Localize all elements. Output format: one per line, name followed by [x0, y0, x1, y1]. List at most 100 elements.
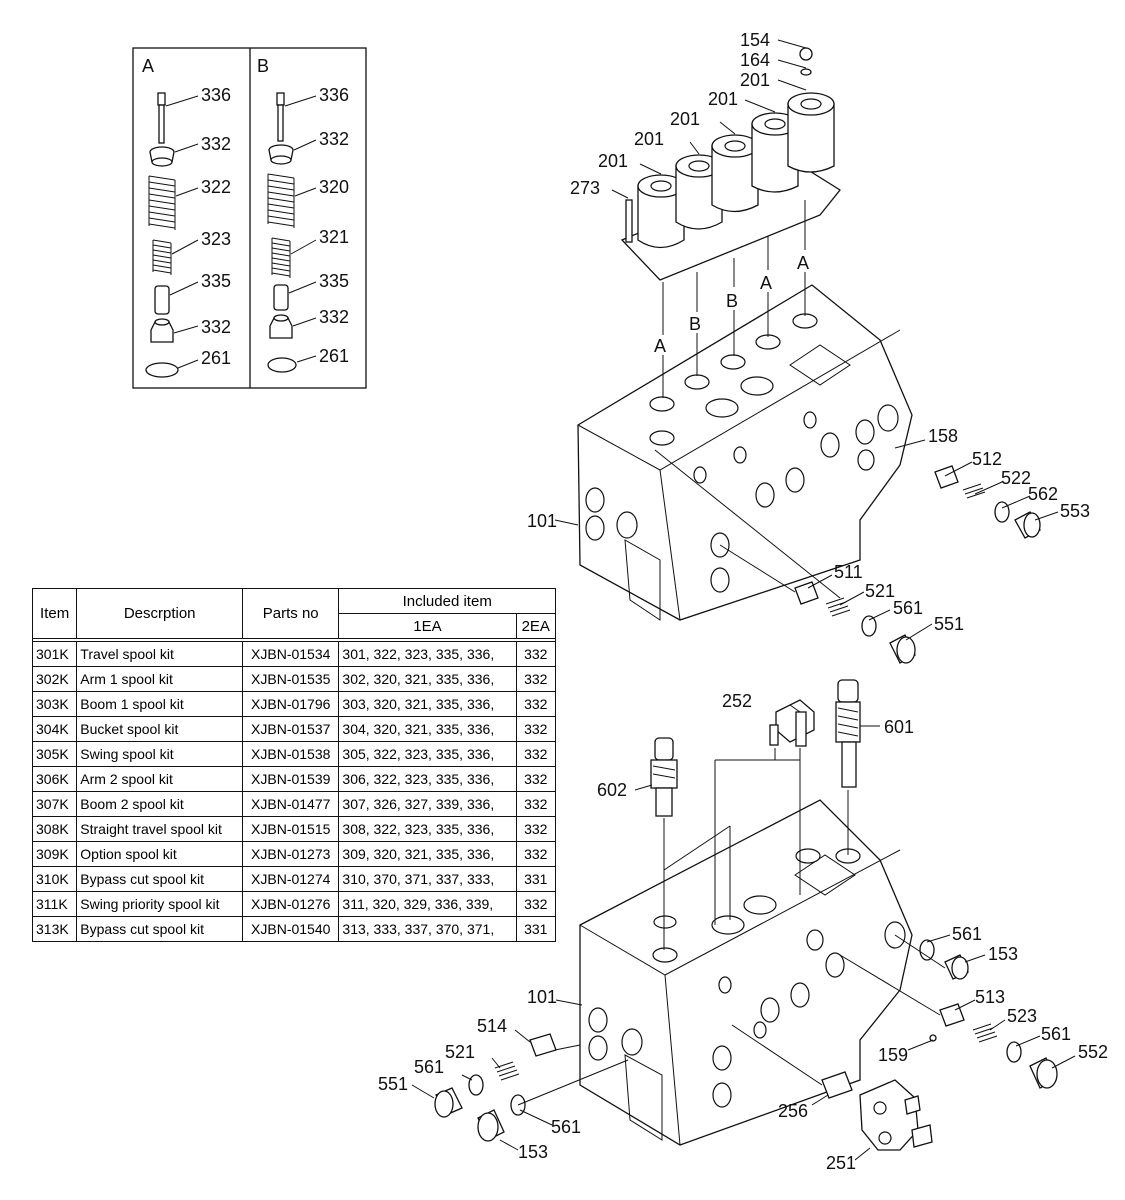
plug-553-icon [1014, 511, 1041, 539]
spring-521-icon [494, 1061, 520, 1081]
cell-parts-no: XJBN-01537 [242, 716, 340, 742]
o-ring-261-icon [145, 362, 179, 378]
callout-label: 153 [518, 1142, 548, 1162]
seat-332-icon [150, 318, 174, 343]
callout-label: 332 [201, 317, 231, 337]
callout-label: 201 [670, 109, 700, 129]
relief-valve-602-icon [650, 737, 678, 817]
cell-description: Straight travel spool kit [76, 816, 244, 842]
header-2ea: 2EA [515, 613, 557, 639]
callout-label: 201 [598, 151, 628, 171]
callout-label: 101 [527, 511, 557, 531]
callout-label: 261 [319, 346, 349, 366]
lower-valve-assembly: 252 601 602 561 153 101 513 523 561 552 … [378, 679, 1108, 1173]
bolt-336-icon [157, 92, 166, 144]
callout-label: A [760, 273, 772, 293]
callout-label: 321 [319, 227, 349, 247]
retainer-332-icon [268, 144, 294, 165]
callout-label: 551 [378, 1074, 408, 1094]
spool-detail-inset: A [132, 47, 367, 389]
plug-153-icon [477, 1109, 505, 1142]
outer-spring-320-icon [267, 173, 295, 228]
cell-parts-no: XJBN-01276 [242, 891, 340, 917]
cell-two-ea: 332 [515, 666, 557, 692]
plug-512-icon [934, 465, 959, 489]
plug-513-icon [939, 1003, 965, 1027]
callout-label: 261 [201, 348, 231, 368]
cell-parts-no: XJBN-01539 [242, 766, 340, 792]
callout-label: 158 [928, 426, 958, 446]
cell-item: 308K [31, 816, 78, 842]
callout-label: 273 [570, 178, 600, 198]
cell-two-ea: 332 [515, 766, 557, 792]
pin-159-icon [929, 1034, 937, 1042]
valve-block-101-icon [579, 799, 913, 1146]
callout-label: 513 [975, 987, 1005, 1007]
cell-one-ea: 305, 322, 323, 335, 336, [338, 741, 517, 767]
header-1ea: 1EA [338, 613, 517, 639]
callout-label: 336 [319, 85, 349, 105]
callout-label: 561 [414, 1057, 444, 1077]
callout-label: 514 [477, 1016, 507, 1036]
cell-one-ea: 307, 326, 327, 339, 336, [338, 791, 517, 817]
cell-one-ea: 313, 333, 337, 370, 371, [338, 916, 517, 942]
callout-label: 522 [1001, 468, 1031, 488]
cell-description: Swing spool kit [76, 741, 244, 767]
callout-label: A [654, 336, 666, 356]
spacer-335-icon [154, 285, 170, 315]
cell-two-ea: 332 [515, 691, 557, 717]
callout-label: 523 [1007, 1006, 1037, 1026]
o-ring-562-icon [994, 501, 1010, 523]
callout-label: 601 [884, 717, 914, 737]
callout-label: 336 [201, 85, 231, 105]
callout-label: A [797, 253, 809, 273]
cell-item: 303K [31, 691, 78, 717]
cell-item: 310K [31, 866, 78, 892]
cell-one-ea: 309, 320, 321, 335, 336, [338, 841, 517, 867]
inner-spring-321-icon [271, 237, 291, 278]
cell-description: Bucket spool kit [76, 716, 244, 742]
outer-spring-322-icon [148, 175, 176, 230]
retainer-332-icon [149, 146, 175, 167]
callout-label: 256 [778, 1101, 808, 1121]
callout-label: 335 [201, 271, 231, 291]
callout-label: 561 [952, 924, 982, 944]
callout-label: 153 [988, 944, 1018, 964]
callout-label: 323 [201, 229, 231, 249]
header-description: Descrption [76, 588, 244, 639]
cell-one-ea: 308, 322, 323, 335, 336, [338, 816, 517, 842]
cell-item: 311K [31, 891, 78, 917]
header-item: Item [31, 588, 78, 639]
solenoid-valve-251-icon [859, 1079, 933, 1151]
callout-label: B [726, 291, 738, 311]
callout-label: 252 [722, 691, 752, 711]
o-ring-561-icon [861, 615, 877, 637]
spool-kit-table: Item Descrption Parts no Included item 1… [31, 588, 557, 942]
cell-two-ea: 332 [515, 641, 557, 667]
plug-551-icon [889, 634, 916, 664]
callout-label: 322 [201, 177, 231, 197]
cell-parts-no: XJBN-01535 [242, 666, 340, 692]
callout-label: 332 [201, 134, 231, 154]
cell-one-ea: 310, 370, 371, 337, 333, [338, 866, 517, 892]
plug-552-icon [1029, 1057, 1058, 1089]
plug-551-icon [434, 1087, 463, 1118]
spring-522-icon [962, 483, 986, 499]
cell-item: 313K [31, 916, 78, 942]
callout-label: B [689, 314, 701, 334]
cell-two-ea: 332 [515, 841, 557, 867]
callout-label: 251 [826, 1153, 856, 1173]
o-ring-561-icon [468, 1074, 484, 1096]
callout-label: 159 [878, 1045, 908, 1065]
cell-item: 301K [31, 641, 78, 667]
cell-description: Bypass cut spool kit [76, 916, 244, 942]
cell-one-ea: 311, 320, 329, 336, 339, [338, 891, 517, 917]
cell-parts-no: XJBN-01796 [242, 691, 340, 717]
cell-parts-no: XJBN-01477 [242, 791, 340, 817]
